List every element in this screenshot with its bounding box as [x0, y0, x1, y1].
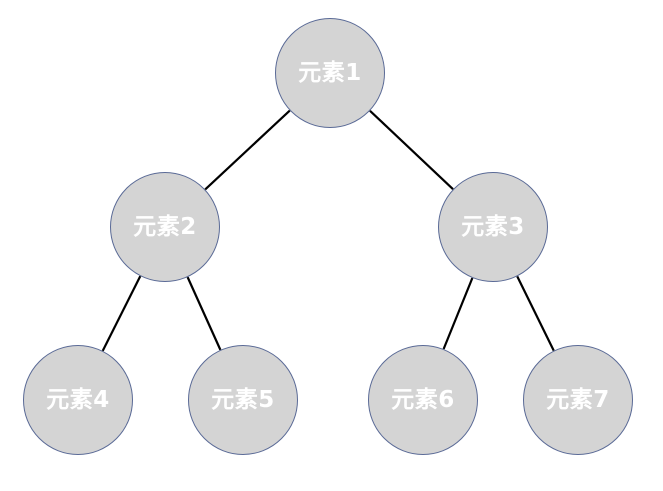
tree-node-label: 元素1 [298, 59, 362, 86]
tree-node-n2[interactable]: 元素2 [110, 172, 220, 282]
tree-node-label: 元素2 [133, 213, 197, 240]
tree-node-label: 元素3 [461, 213, 525, 240]
tree-node-n4[interactable]: 元素4 [23, 345, 133, 455]
tree-edge-n1-n3 [369, 109, 454, 191]
tree-edge-n1-n2 [204, 109, 291, 191]
tree-node-n6[interactable]: 元素6 [368, 345, 478, 455]
tree-node-n3[interactable]: 元素3 [438, 172, 548, 282]
tree-edge-n2-n4 [101, 275, 142, 352]
tree-node-label: 元素4 [46, 386, 110, 413]
tree-edge-n3-n7 [516, 275, 555, 352]
tree-node-n5[interactable]: 元素5 [188, 345, 298, 455]
tree-node-n7[interactable]: 元素7 [523, 345, 633, 455]
tree-node-label: 元素6 [391, 386, 455, 413]
tree-node-n1[interactable]: 元素1 [275, 18, 385, 128]
tree-edge-n3-n6 [442, 277, 474, 350]
tree-node-label: 元素7 [546, 386, 610, 413]
tree-edge-n2-n5 [186, 276, 222, 351]
tree-node-label: 元素5 [211, 386, 275, 413]
